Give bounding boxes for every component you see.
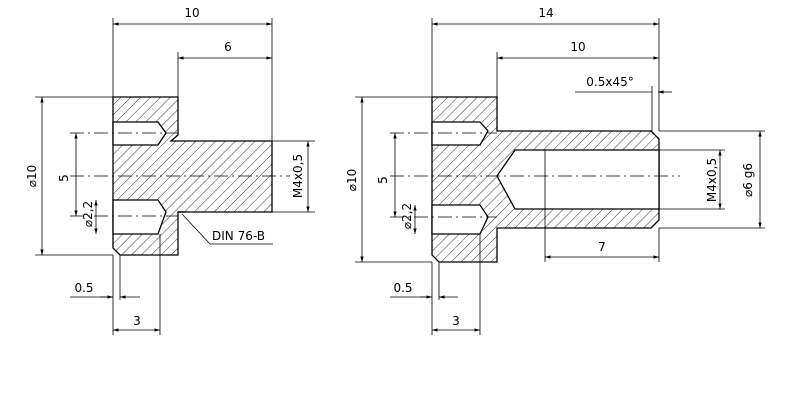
dim-head-length: 3 <box>133 314 141 328</box>
dim-head-diameter: ⌀10 <box>25 165 39 188</box>
dim-thread: M4x0,5 <box>291 154 305 198</box>
dim-overall-length-right: 14 <box>538 6 553 20</box>
dim-thread-right: M4x0,5 <box>705 158 719 202</box>
dim-hole-diameter-right: ⌀2,2 <box>400 203 414 229</box>
drawing-right: 14 10 0.5x45° ⌀10 5 ⌀2,2 M4x0,5 ⌀6 g6 7 … <box>345 6 765 335</box>
dim-head-diameter-right: ⌀10 <box>345 169 359 192</box>
label-din-standard: DIN 76-B <box>212 229 265 243</box>
hole-lower-right <box>431 204 489 235</box>
hole-upper-right <box>431 121 489 146</box>
dim-chamfer-spec: 0.5x45° <box>586 75 633 89</box>
threaded-bore <box>496 149 660 210</box>
hole-upper-left <box>112 121 167 146</box>
dim-hole-pitch-right: 5 <box>376 176 390 184</box>
hole-lower-left <box>112 199 167 235</box>
dim-hole-diameter: ⌀2,2 <box>81 201 95 227</box>
drawing-left: 10 6 ⌀10 5 ⌀2,2 M4x0,5 DIN 76-B 0.5 3 <box>25 6 315 335</box>
dim-shank-length: 6 <box>224 40 232 54</box>
dim-head-length-right: 3 <box>452 314 460 328</box>
dim-overall-length: 10 <box>184 6 199 20</box>
dim-hole-pitch: 5 <box>57 174 71 182</box>
dim-shank-diameter: ⌀6 g6 <box>741 163 755 197</box>
dim-shank-length-right: 10 <box>570 40 585 54</box>
dim-thread-depth: 7 <box>598 240 606 254</box>
dim-chamfer-right: 0.5 <box>393 281 412 295</box>
dim-chamfer-left: 0.5 <box>74 281 93 295</box>
